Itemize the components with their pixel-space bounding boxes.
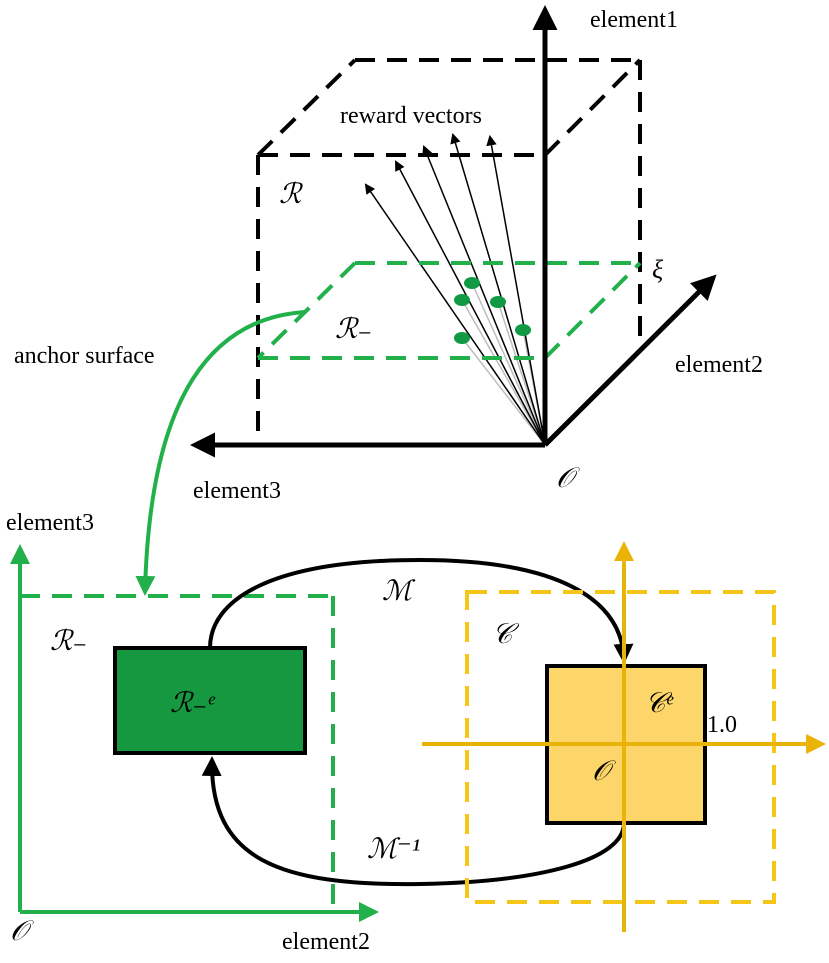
- label-c: 𝒞: [492, 619, 520, 650]
- bottom-right-panel: 𝒞 𝒞ᵉ 𝒪 1.0: [422, 541, 826, 932]
- label-ce: 𝒞ᵉ: [645, 688, 674, 719]
- label-element1: element1: [590, 7, 678, 33]
- reward-vectors: [364, 132, 546, 446]
- label-origin-top: 𝒪: [556, 463, 580, 494]
- reward-cube: [256, 58, 642, 445]
- label-region: ℛ₋: [50, 626, 87, 657]
- label-plane-top: ℛ₋: [335, 314, 372, 345]
- label-element3: element3: [193, 478, 281, 504]
- label-anchor-box: ℛ₋ᵉ: [170, 688, 216, 719]
- label-origin-bottom: 𝒪: [10, 916, 34, 947]
- top-3d-diagram: element1 element2 element3 𝒪 ξ ℛ ℛ₋ rewa…: [14, 5, 763, 504]
- map-inverse-arrow: [201, 756, 626, 887]
- label-map-forward: ℳ: [382, 576, 416, 607]
- anchor-plane: [256, 261, 642, 360]
- label-anchor-surface: anchor surface: [14, 343, 155, 369]
- map-forward-arrow: [208, 557, 634, 664]
- anchor-connector-arrow: [135, 310, 306, 596]
- label-cube: ℛ: [279, 179, 303, 210]
- label-map-inverse: ℳ⁻¹: [367, 834, 420, 865]
- label-element2: element2: [675, 352, 763, 378]
- anchor-points: [454, 277, 531, 344]
- anchor-box: [113, 646, 307, 755]
- label-element3-bottom: element3: [6, 510, 94, 536]
- label-element2-bottom: element2: [282, 929, 370, 955]
- label-reward-vectors: reward vectors: [340, 103, 482, 129]
- axis-element2: [543, 274, 717, 447]
- c-region: [465, 590, 776, 904]
- label-tick: 1.0: [707, 712, 737, 738]
- bottom-left-panel: element3 element2 𝒪 ℛ₋ ℛ₋ᵉ: [6, 510, 379, 955]
- label-xi: ξ: [652, 255, 664, 284]
